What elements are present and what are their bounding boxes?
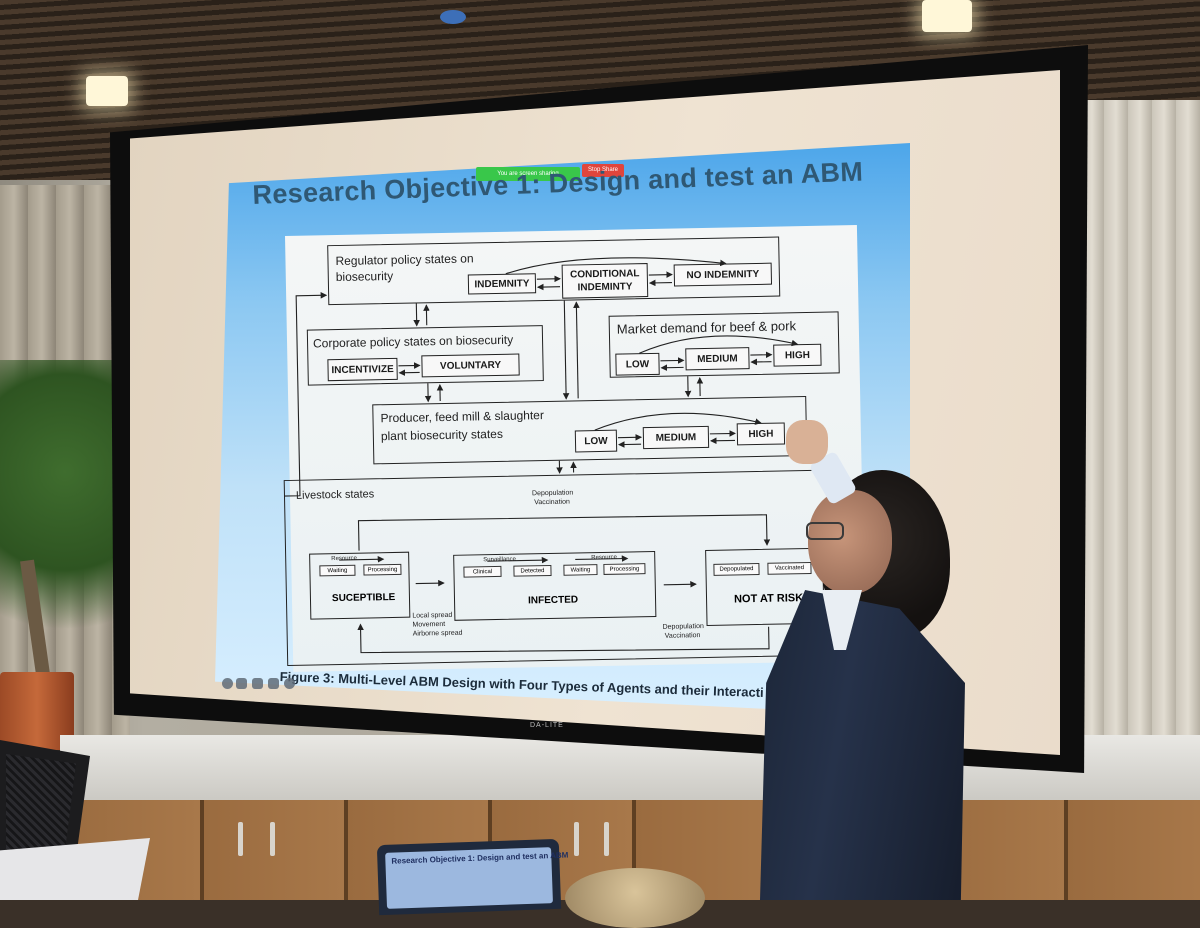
ceiling-light-right [922, 0, 972, 32]
audience-laptop: Research Objective 1: Design and test an… [377, 839, 561, 915]
potted-plant-foliage [0, 360, 130, 680]
slideshow-toolbar [222, 678, 302, 692]
audience-member-head [565, 868, 705, 928]
cabinet-handle [604, 822, 609, 856]
cabinet-handle [270, 822, 275, 856]
presenter-pointing-hand [786, 420, 828, 464]
ceiling-light-left [86, 76, 128, 106]
curtain-right [1080, 100, 1200, 800]
presenter-face [808, 490, 892, 594]
more-options-icon[interactable] [284, 678, 295, 689]
diagram-arrows [285, 225, 865, 672]
screen-brand-logo: DA-LITE [530, 722, 564, 729]
ceiling-projector-sensor [440, 10, 466, 24]
presenter-glasses [806, 522, 844, 540]
slides-grid-icon[interactable] [252, 678, 263, 689]
abm-diagram: Regulator policy states on biosecurity I… [285, 225, 865, 672]
previous-slide-icon[interactable] [222, 678, 233, 689]
cabinet-handle [238, 822, 243, 856]
cabinet-handle [574, 822, 579, 856]
laptop-slide-title: Research Objective 1: Design and test an… [391, 851, 568, 866]
pen-icon[interactable] [236, 678, 247, 689]
zoom-slide-icon[interactable] [268, 678, 279, 689]
